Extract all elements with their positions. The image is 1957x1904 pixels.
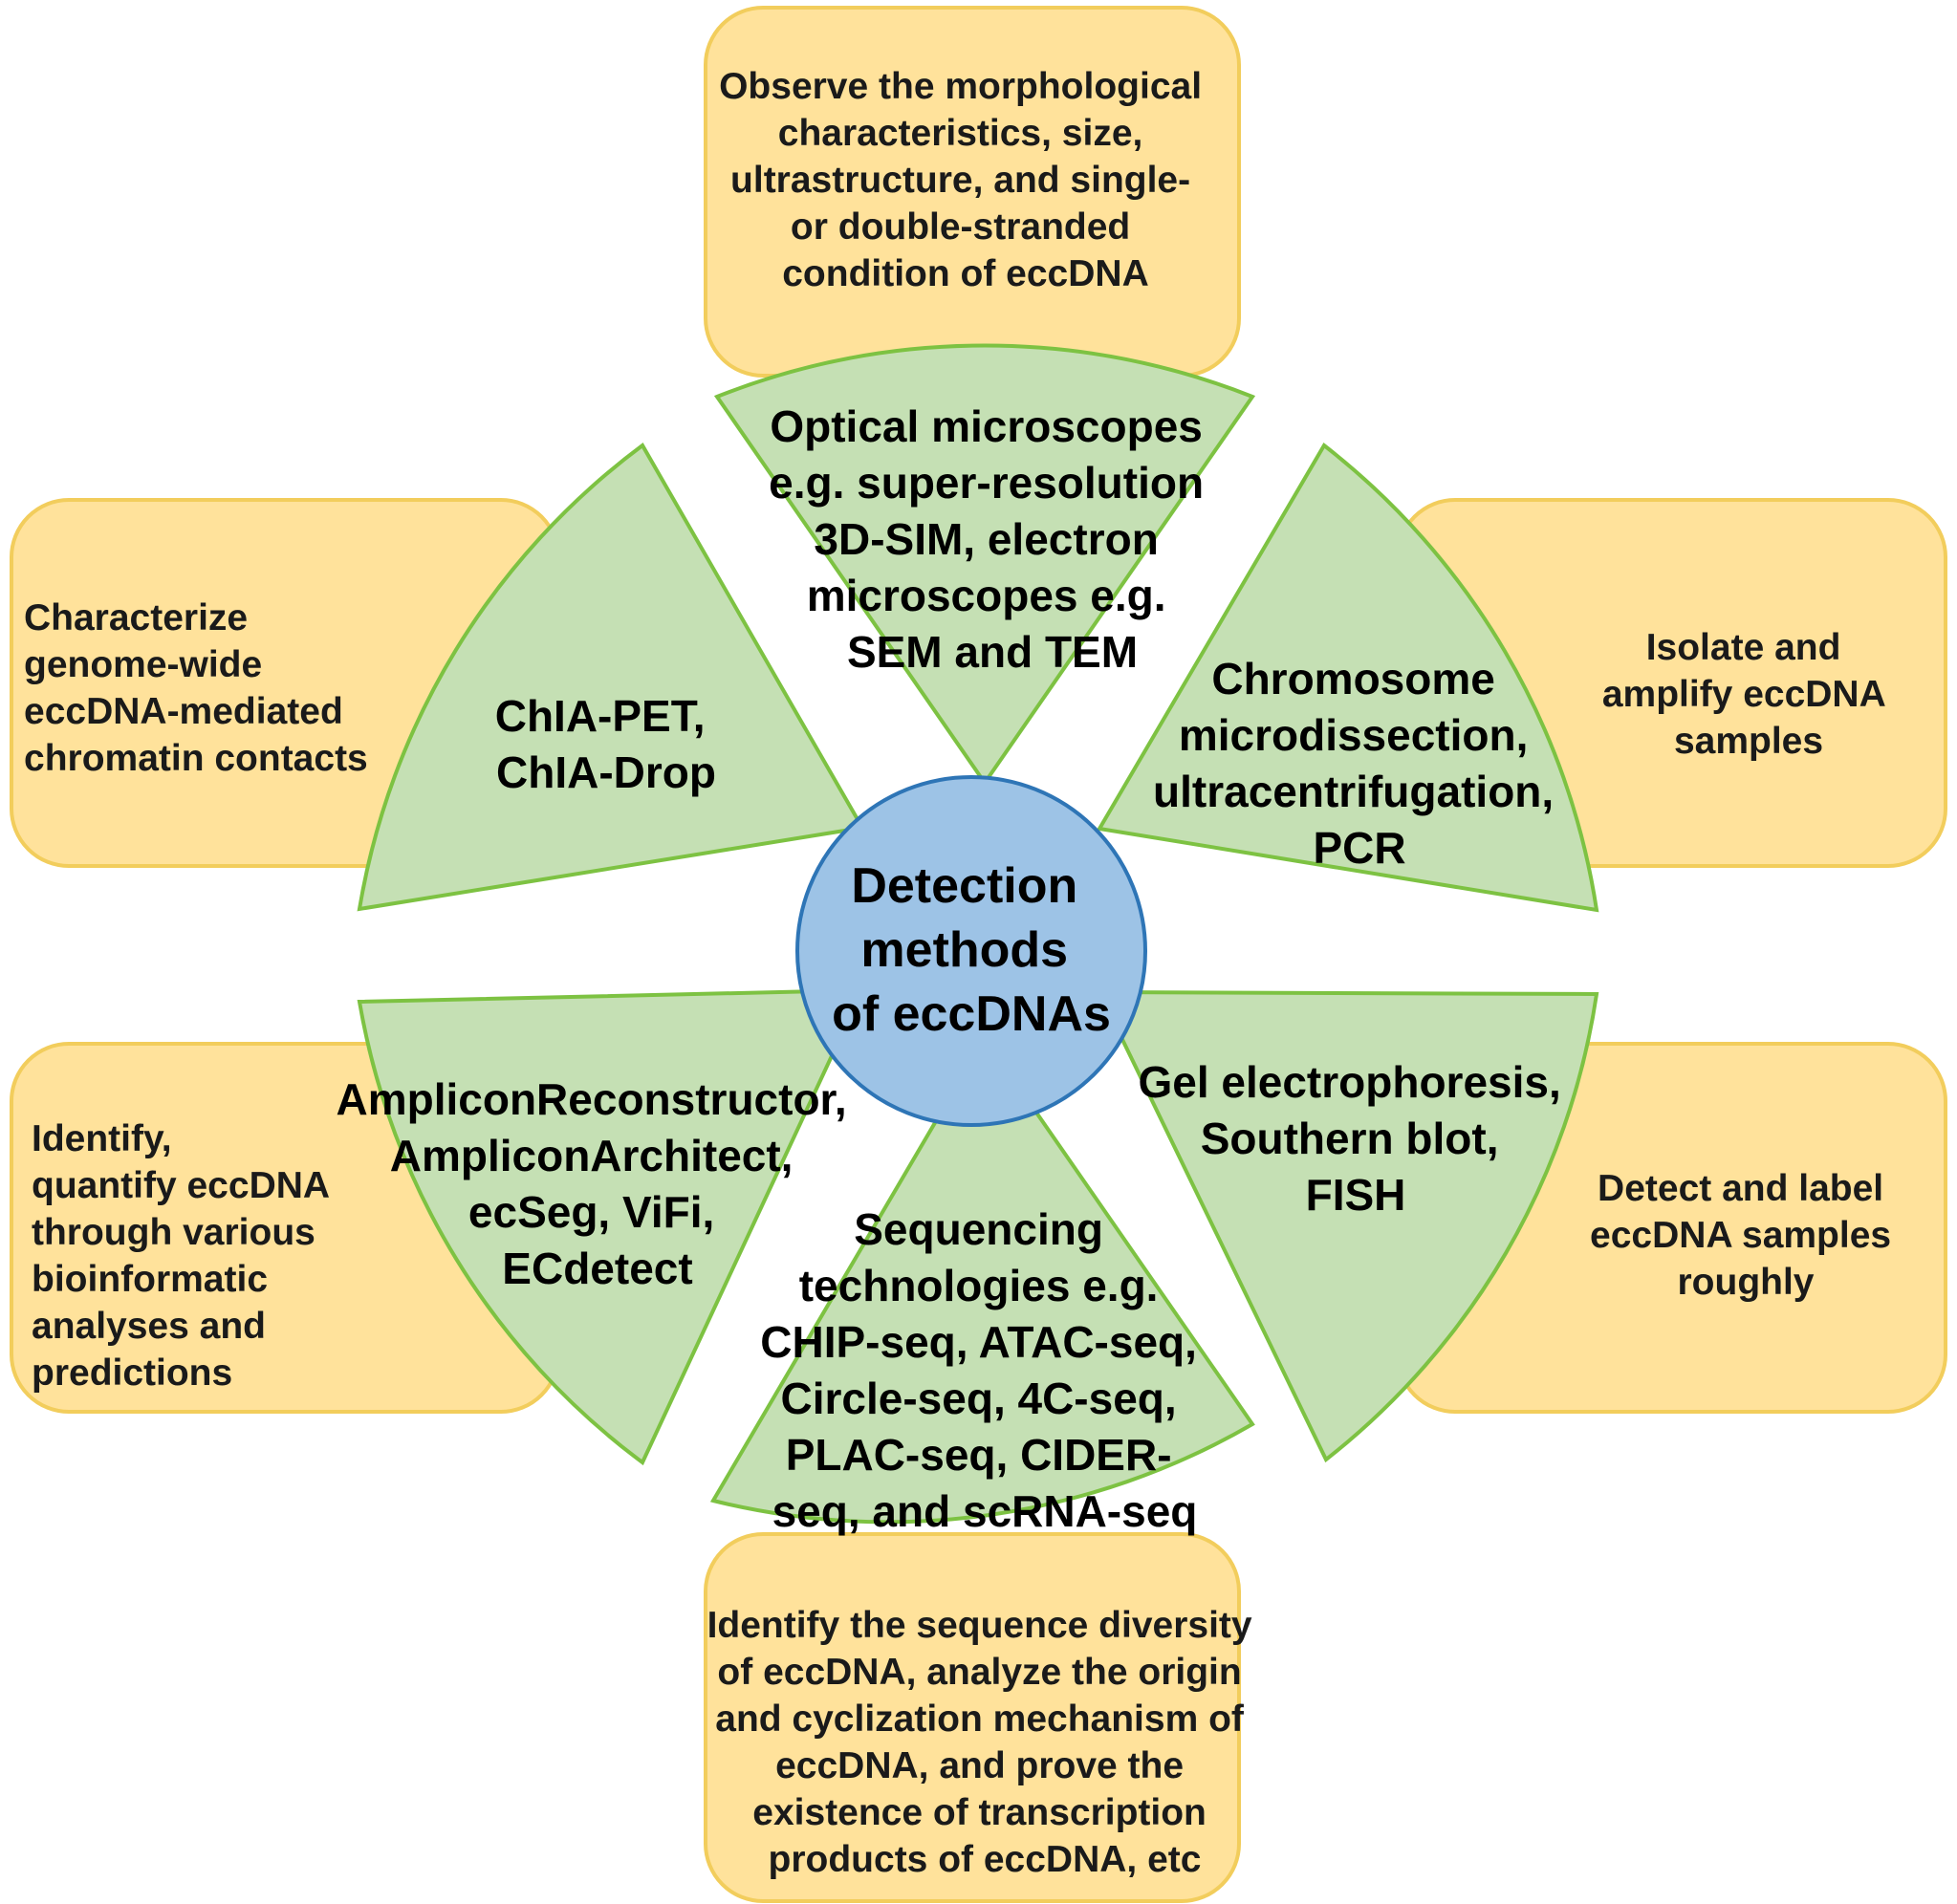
method-label-lower-right: Gel electrophoresis, Southern blot, FISH bbox=[1138, 1057, 1573, 1220]
center-label: Detection methods of eccDNAs bbox=[832, 858, 1111, 1042]
purpose-label-bottom: Identify the sequence diversity of eccDN… bbox=[707, 1605, 1263, 1880]
purpose-box-bottom bbox=[704, 1532, 1241, 1903]
method-sector-upper-left bbox=[357, 443, 866, 912]
method-sector-bottom bbox=[709, 1034, 1255, 1525]
purpose-label-upper-left: Characterize genome-wide eccDNA-mediated… bbox=[24, 597, 368, 779]
method-label-bottom: Sequencing technologies e.g. CHIP-seq, A… bbox=[760, 1204, 1208, 1536]
center-hub bbox=[795, 775, 1147, 1127]
method-sector-top bbox=[713, 343, 1256, 787]
method-sector-lower-right bbox=[1096, 989, 1599, 1463]
purpose-label-top: Observe the morphological characteristic… bbox=[719, 66, 1212, 294]
method-sector-lower-left bbox=[357, 987, 866, 1466]
purpose-label-upper-right: Isolate and amplify eccDNA samples bbox=[1602, 627, 1895, 762]
method-label-top: Optical microscopes e.g. super-resolutio… bbox=[769, 401, 1216, 677]
purpose-label-lower-right: Detect and label eccDNA samples roughly bbox=[1590, 1168, 1902, 1303]
method-label-upper-left: ChIA-PET, ChIA-Drop bbox=[495, 691, 718, 797]
method-label-lower-left: AmpliconReconstructor, AmpliconArchitect… bbox=[337, 1074, 859, 1293]
method-label-upper-right: Chromosome microdissection, ultracentrif… bbox=[1153, 654, 1566, 873]
purpose-label-lower-left: Identify, quantify eccDNA through variou… bbox=[32, 1118, 338, 1394]
method-sector-upper-right bbox=[1096, 443, 1599, 913]
